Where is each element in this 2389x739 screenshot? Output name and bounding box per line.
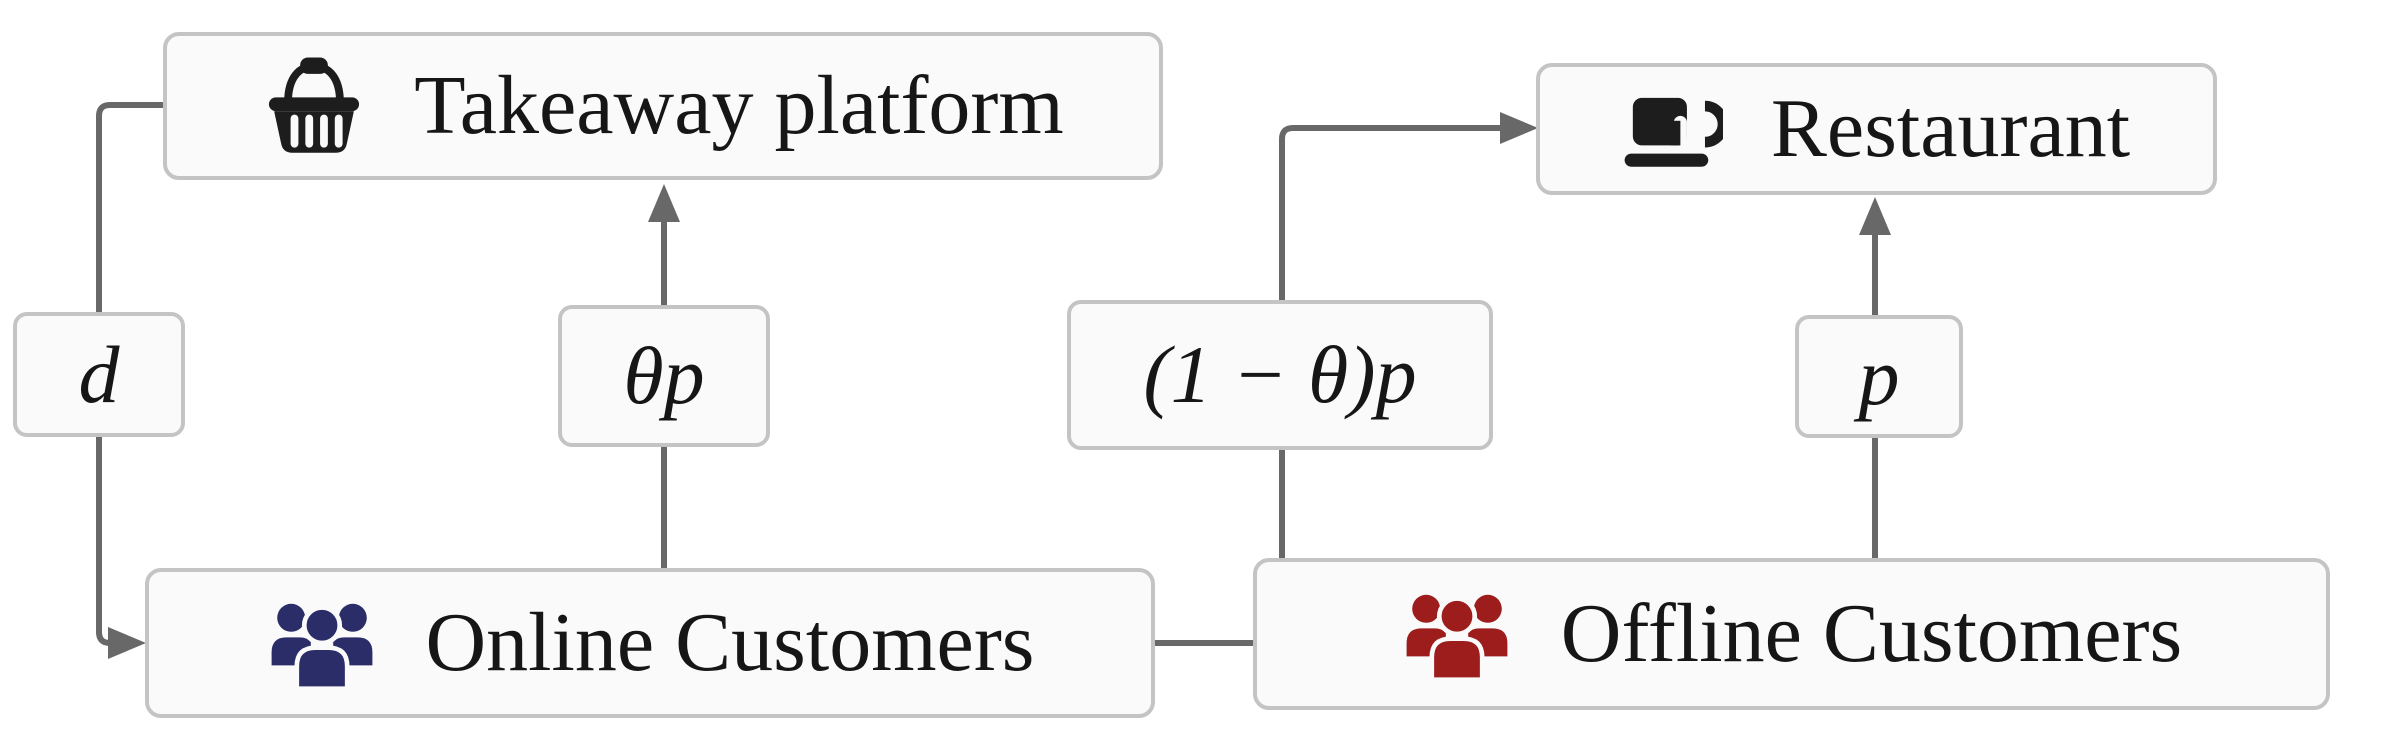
arrowhead (1500, 112, 1538, 144)
coffee-cup-icon (1624, 97, 1723, 167)
arrowhead (648, 184, 680, 222)
node-online-customers: Online Customers (145, 568, 1155, 718)
arrowhead (108, 627, 146, 659)
node-takeaway-platform: Takeaway platform (163, 32, 1163, 180)
node-restaurant: Restaurant (1536, 63, 2217, 195)
edge-label-text: p (1858, 330, 1900, 422)
edge-label-theta-p: θp (558, 305, 770, 447)
node-label: Takeaway platform (414, 59, 1064, 152)
node-label: Offline Customers (1560, 587, 2183, 680)
node-offline-customers: Offline Customers (1253, 558, 2330, 710)
edge-label-p: p (1795, 315, 1963, 438)
edge-label-one-minus-theta-p: (1 − θ)p (1067, 300, 1493, 450)
edge-label-d: d (13, 312, 185, 437)
node-label: Online Customers (425, 596, 1035, 689)
edge-offline-to-restaurant (1859, 197, 1891, 558)
users-icon (271, 603, 372, 691)
edge-label-text: (1 − θ)p (1143, 329, 1417, 420)
edge-takeaway-to-online (96, 102, 163, 659)
arrowhead (1859, 197, 1891, 235)
node-label: Restaurant (1770, 82, 2131, 175)
basket-icon (269, 57, 360, 153)
edge-label-text: d (78, 328, 120, 420)
users-icon (1406, 594, 1508, 682)
edge-online-to-takeaway (648, 184, 680, 568)
edge-label-text: θp (623, 330, 705, 421)
